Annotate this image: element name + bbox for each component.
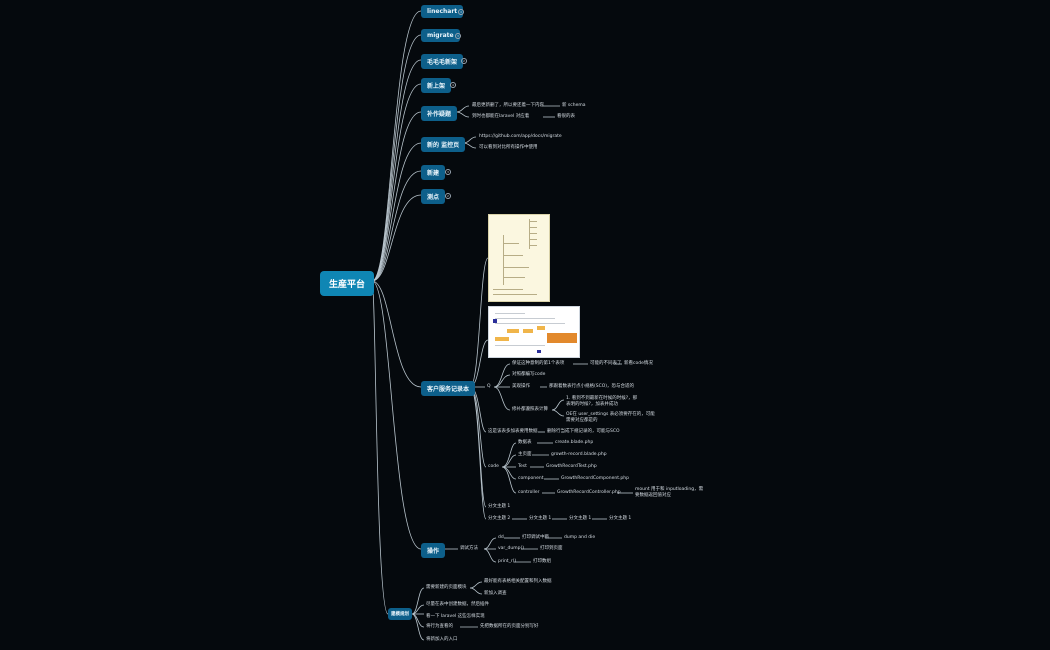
leaf-text[interactable]: 看很的表 [557, 114, 575, 119]
leaf-text[interactable]: 最后更新删了，所以要还着一下内容 [472, 103, 544, 108]
embedded-image-ui[interactable] [488, 306, 580, 358]
leaf-text[interactable]: 新 schema [562, 103, 586, 108]
leaf-file[interactable]: GrowthRecordComponent.php [561, 476, 629, 481]
leaf-code[interactable]: code [488, 464, 499, 469]
topic-11[interactable]: 建模规划 [388, 608, 412, 620]
leaf-text[interactable]: 先把数据所在的页面分别写好 [480, 624, 539, 629]
topic-9[interactable]: 客户服务记录本 [421, 381, 476, 396]
collapse-count-badge[interactable]: 2 [461, 58, 467, 64]
leaf-text[interactable]: 这是该表多加表要用数据 [488, 429, 538, 434]
leaf-text[interactable]: 分文主题 1 [488, 504, 511, 509]
leaf-text[interactable]: 打印调试中断 [522, 535, 549, 540]
leaf-text[interactable]: 将新加入的入口 [426, 637, 458, 642]
collapse-count-badge[interactable]: 3 [445, 169, 451, 175]
leaf-text[interactable]: 数据表 [518, 440, 532, 445]
collapse-count-badge[interactable]: 4 [450, 82, 456, 88]
leaf-text[interactable]: 美观操作 [512, 384, 530, 389]
topic-8[interactable]: 测点 [421, 189, 446, 204]
leaf-file[interactable]: GrowthRecordTest.php [546, 464, 597, 469]
leaf-text[interactable]: 将行为查看的 [426, 624, 453, 629]
leaf-text[interactable]: 调试方法 [460, 546, 478, 551]
leaf-text[interactable]: 主页面 [518, 452, 532, 457]
topic-7[interactable]: 新建 [421, 165, 446, 180]
leaf-text[interactable]: 那跟着数表行点小规格(SCO)，恐与合适的 [549, 384, 635, 389]
leaf-text[interactable]: dd [498, 535, 504, 540]
leaf-text[interactable]: print_r() [498, 559, 517, 564]
leaf-text[interactable]: 分文主题 1 [609, 516, 632, 521]
leaf-text[interactable]: dump and die [564, 535, 596, 540]
leaf-file[interactable]: create.blade.php [555, 440, 594, 445]
leaf-text[interactable]: 对照都编写code [512, 372, 546, 377]
leaf-file[interactable]: GrowthRecordController.php [557, 490, 621, 495]
leaf-text[interactable]: component [518, 476, 544, 481]
collapse-count-badge[interactable]: 4 [458, 9, 464, 15]
collapse-count-badge[interactable]: 2 [445, 193, 451, 199]
leaf-text[interactable]: 删除行当成下规记录的，可能与SCO [547, 429, 620, 434]
topic-3[interactable]: 毛毛毛新架 [421, 54, 464, 69]
leaf-text[interactable]: 修补都遵照表计算 [512, 407, 548, 412]
leaf-text[interactable]: 最好能有表格相关配置和列入数据 [484, 579, 552, 584]
leaf-text[interactable]: 可以看到对比所有操作中使用 [479, 145, 538, 150]
leaf-text[interactable]: 需要新建的页面模块 [426, 585, 467, 590]
leaf-text[interactable]: 分文主题 1 [569, 516, 592, 521]
embedded-image-tree[interactable] [488, 214, 550, 302]
topic-5[interactable]: 补作疑题 [421, 106, 458, 121]
leaf-text[interactable]: 新加入调查 [484, 591, 507, 596]
leaf-text[interactable]: controller [518, 490, 540, 495]
root-topic[interactable]: 生産平台 [320, 271, 375, 296]
leaf-text[interactable]: mount 用于和 inputloading，需要数据返回值对应 [635, 487, 704, 498]
topic-migrate[interactable]: migrate [421, 29, 460, 42]
leaf-text[interactable]: 尽量在表中创建数据，然后插件 [426, 602, 489, 607]
leaf-text[interactable]: 分文主题 1 [529, 516, 552, 521]
leaf-text[interactable]: 看一下 laravel 这些怎样实现 [426, 614, 485, 619]
leaf-text[interactable]: 新看code情况 [624, 361, 653, 366]
leaf-text[interactable]: 分文主题 2 [488, 516, 511, 521]
leaf-text[interactable]: OE在 user_settings 表必须要存在的，可能需要对应都是的 [566, 412, 655, 423]
leaf-text[interactable]: Test [518, 464, 527, 469]
topic-10[interactable]: 操作 [421, 543, 446, 558]
topic-6[interactable]: 新的 监控页 [421, 137, 466, 152]
leaf-file[interactable]: growth-record.blade.php [551, 452, 607, 457]
leaf-text[interactable]: 1. 看到不到最新在时候的时候?，那表明的时候?，加表并成功 [566, 396, 638, 407]
collapse-count-badge[interactable]: 3 [455, 33, 461, 39]
leaf-text[interactable]: 到时也都能在laravel 对应着 [472, 114, 530, 119]
leaf-link[interactable]: https://github.com/app/docs/migrate [479, 134, 562, 139]
topic-linechart[interactable]: linechart [421, 5, 464, 18]
leaf-text[interactable]: var_dump() [498, 546, 524, 551]
topic-4[interactable]: 新上架 [421, 78, 452, 93]
leaf-text[interactable]: 打印数组 [533, 559, 551, 564]
leaf-q[interactable]: Q [487, 384, 491, 389]
leaf-text[interactable]: 保证这种意制的第1个表项 [512, 361, 565, 366]
leaf-text[interactable]: 打印到页面 [540, 546, 563, 551]
leaf-text[interactable]: 可能的不同表了 [590, 361, 622, 366]
